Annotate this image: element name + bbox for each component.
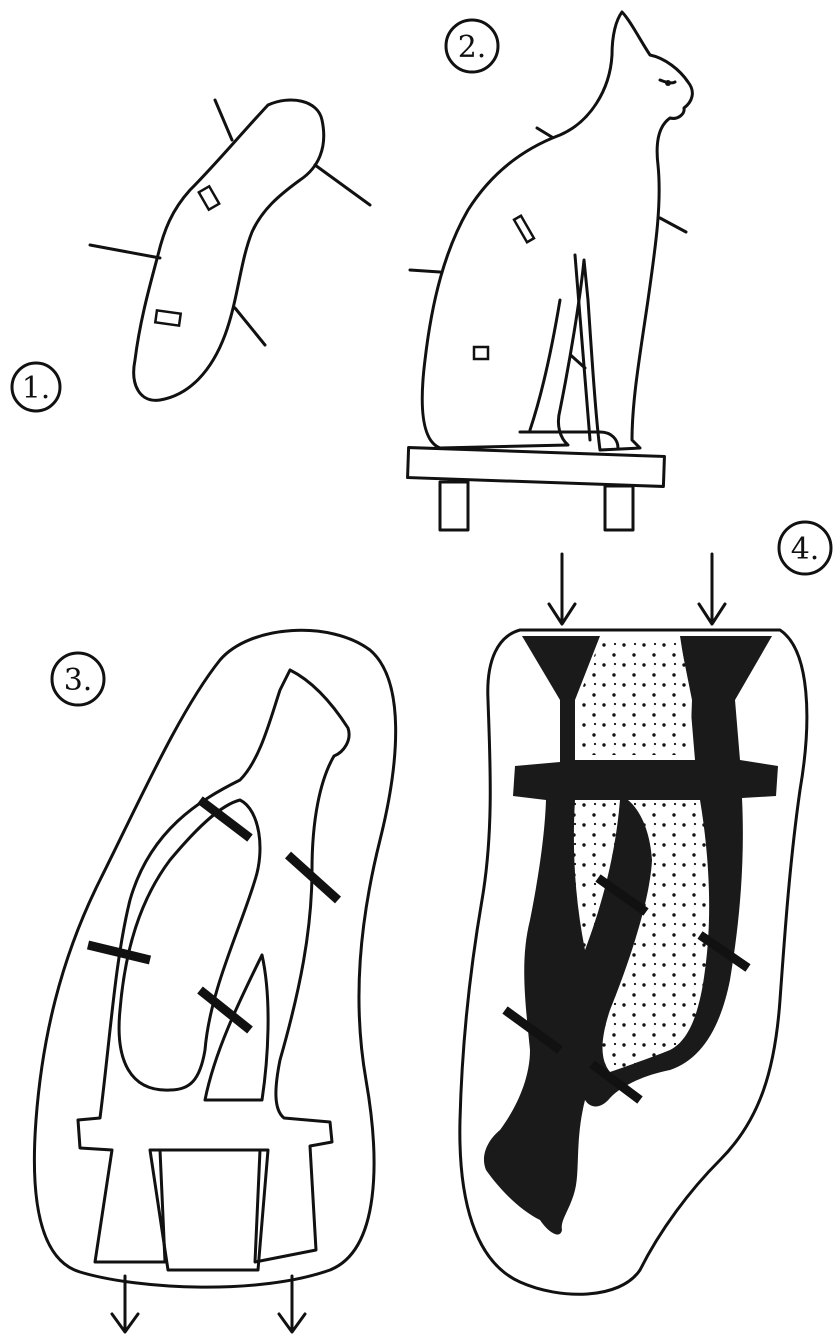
step-3-label: 3. <box>52 653 104 705</box>
step-1-core-figure: 1. <box>12 100 370 411</box>
step-1-label-text: 1. <box>22 371 51 406</box>
wax-outflow-arrow <box>279 1276 305 1332</box>
step-2-wax-model: 2. <box>408 12 693 530</box>
step-4-label: 4. <box>779 522 831 574</box>
cat-eye <box>665 80 671 86</box>
step-2-label-text: 2. <box>458 30 487 65</box>
core-spacer <box>199 186 219 209</box>
step-1-label: 1. <box>12 363 60 411</box>
clay-core <box>134 100 324 400</box>
core-spacer <box>474 347 488 359</box>
core-pin <box>235 308 265 345</box>
mould-core <box>578 640 692 755</box>
step-3-mould-wax-out: 3. <box>34 630 395 1332</box>
core-pin <box>660 218 686 232</box>
core-pin <box>215 100 232 140</box>
model-leg <box>440 482 468 530</box>
model-leg <box>605 486 633 530</box>
metal-pour-arrow <box>699 554 725 624</box>
core-pin <box>315 165 370 205</box>
step-2-label: 2. <box>446 20 498 72</box>
mould-core <box>150 1150 268 1270</box>
wax-cat <box>422 12 692 450</box>
step-4-label-text: 4. <box>791 532 820 567</box>
step-4-metal-poured: 4. <box>460 522 831 1294</box>
step-3-label-text: 3. <box>64 663 93 698</box>
core-spacer <box>155 310 180 325</box>
mould-cavity <box>78 670 349 1262</box>
metal-pour-arrow <box>549 554 575 624</box>
core-pin <box>410 270 440 272</box>
core-pin <box>90 245 160 258</box>
